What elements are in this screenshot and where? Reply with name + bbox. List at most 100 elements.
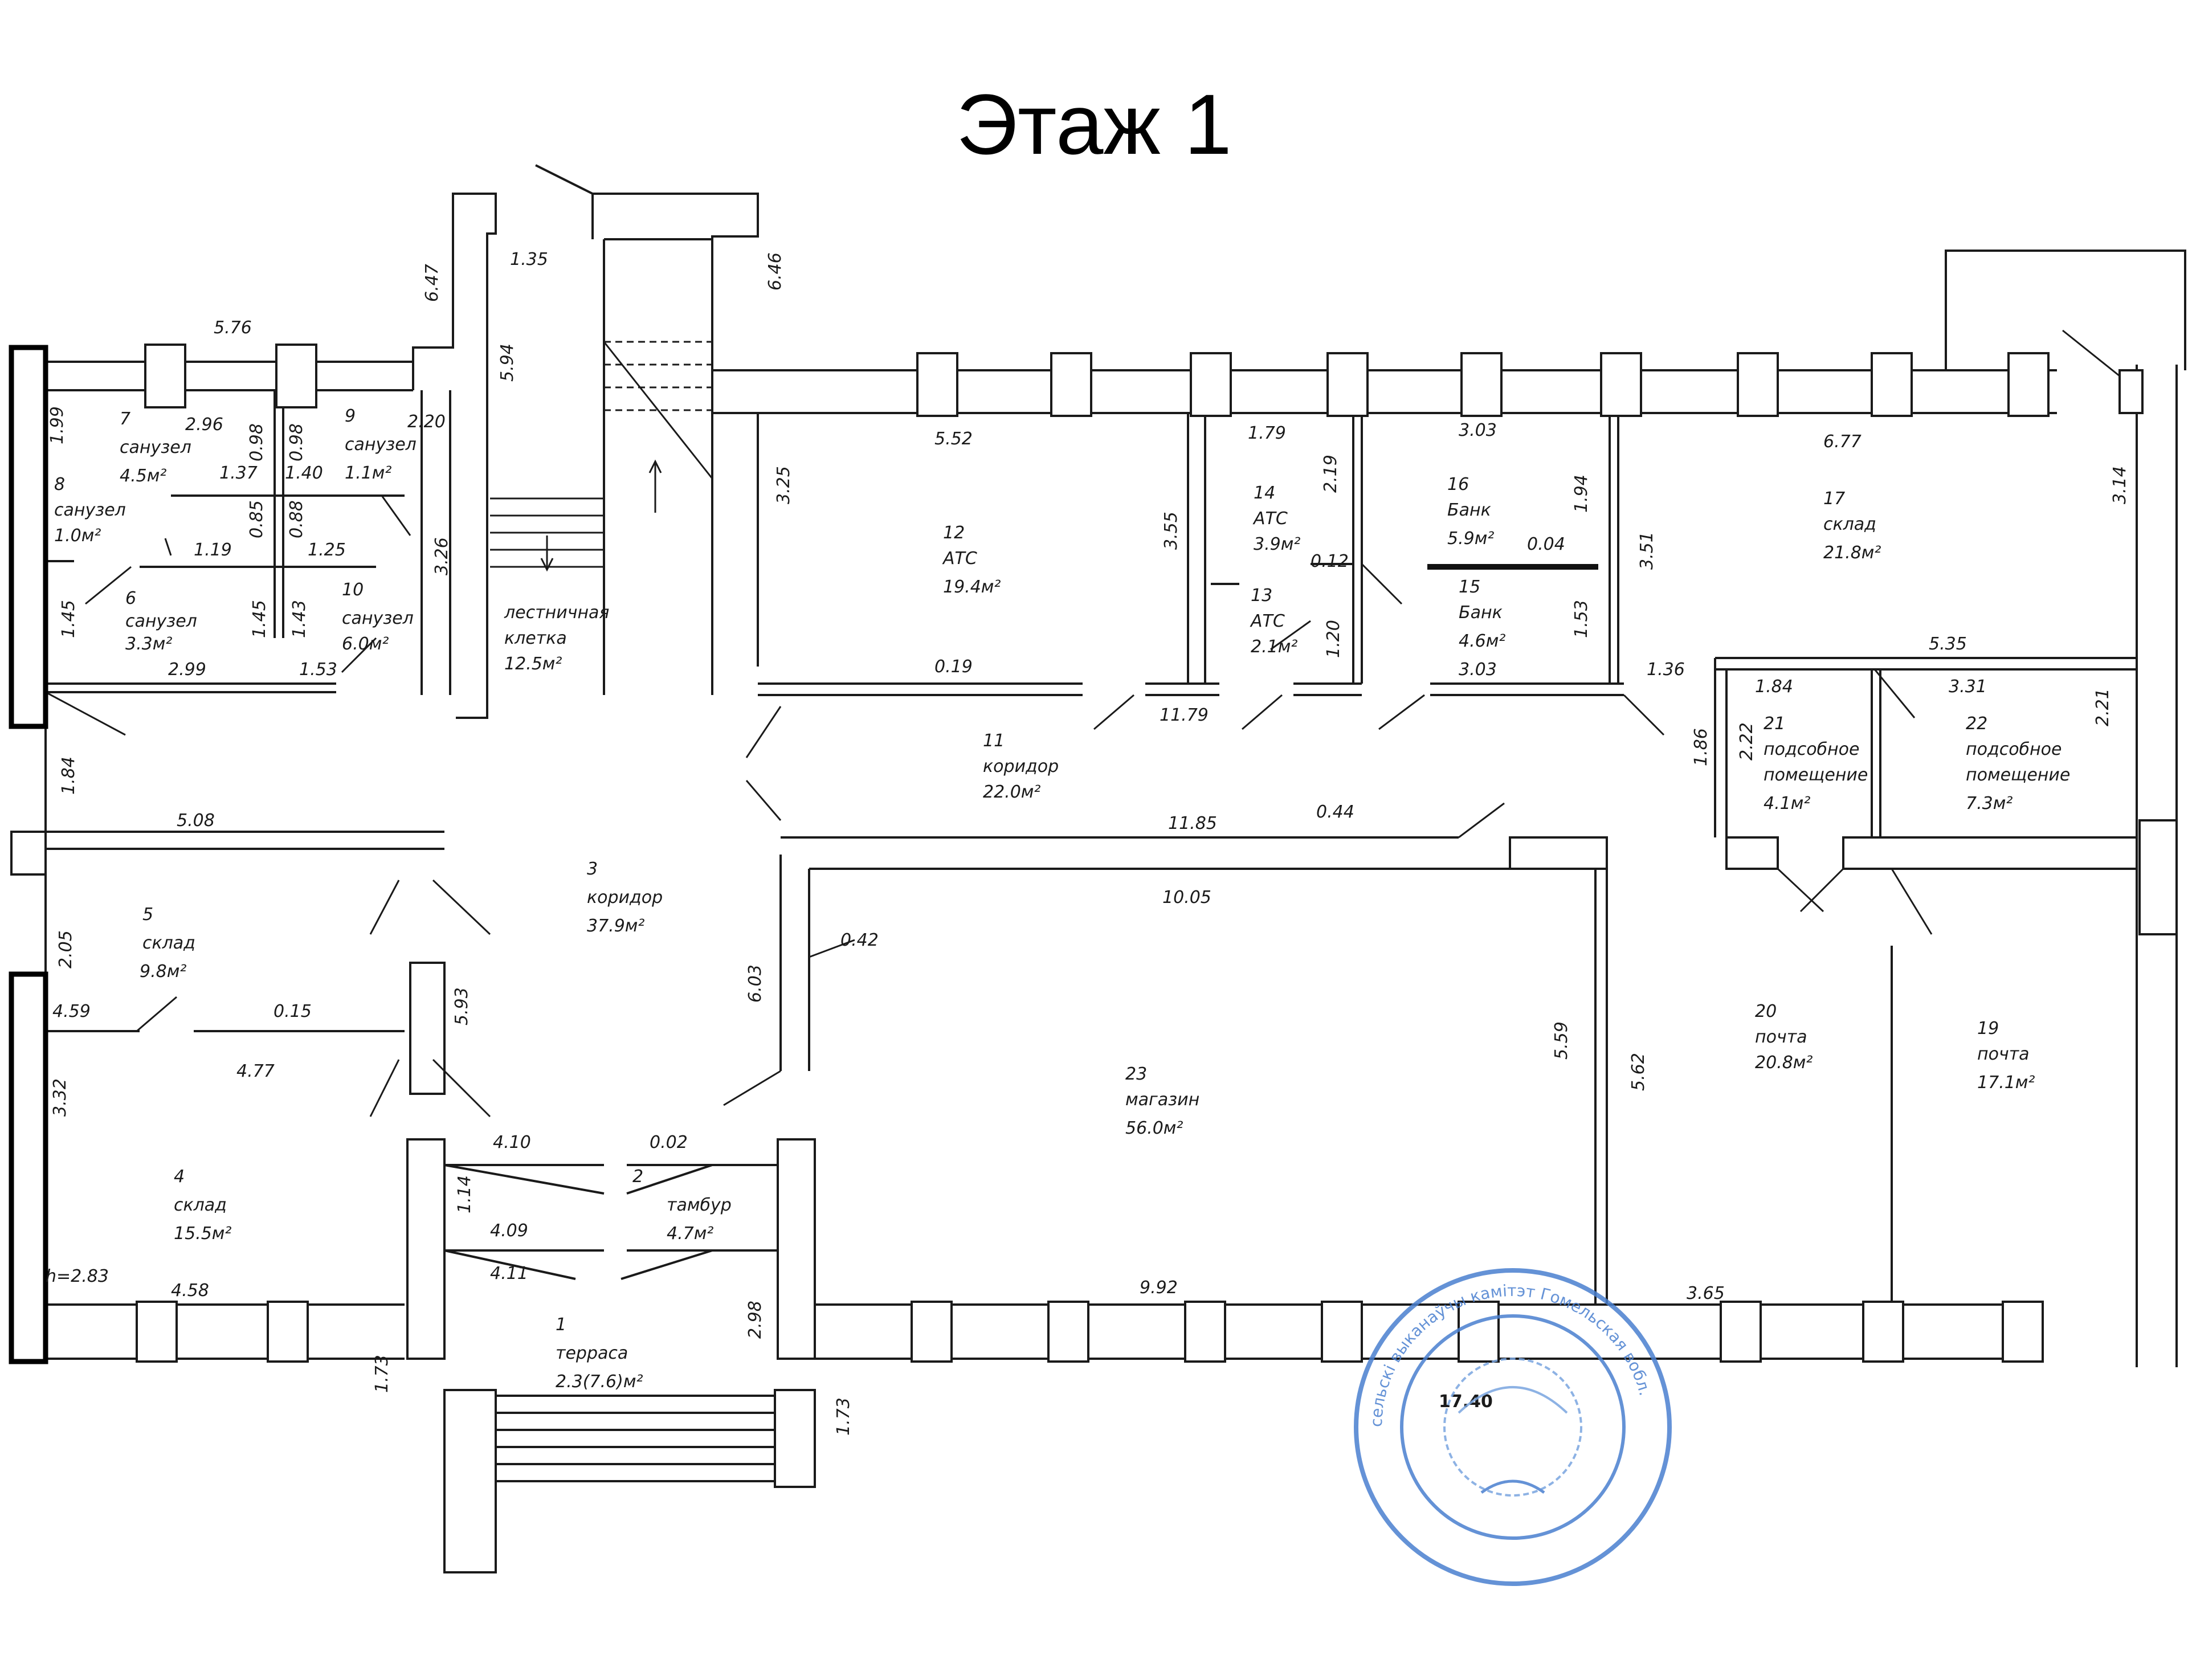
dimension: 11.79 [1160, 705, 1209, 725]
dimension: 0.04 [1527, 534, 1565, 554]
dimension: 2.99 [168, 660, 206, 680]
dimension: 1.43 [289, 600, 309, 638]
official-stamp: сельскі выканаўчы камітэт Гомельская воб… [1354, 1268, 1672, 1586]
dimension-labels: 5.76 6.47 1.35 5.94 6.46 1.99 2.96 0.98 … [46, 250, 2130, 1436]
dimension: 10.05 [1162, 888, 1211, 908]
dimension: 3.31 [1949, 677, 1987, 697]
dimension: 1.84 [1755, 677, 1793, 697]
dimension: 5.52 [934, 429, 973, 449]
dimension: 1.73 [834, 1397, 854, 1436]
dimension: 1.99 [47, 406, 67, 444]
dimension: 0.12 [1311, 551, 1349, 571]
dimension: 4.59 [52, 1002, 91, 1021]
dimension: 1.73 [372, 1355, 392, 1393]
dimension: 1.94 [1571, 475, 1591, 513]
dimension: 3.25 [774, 466, 794, 504]
dimension: 0.88 [287, 500, 307, 538]
dimension: 2.98 [745, 1301, 765, 1339]
dimension: 5.94 [497, 344, 517, 382]
dimension: 2.19 [1321, 455, 1341, 493]
dimension: 3.65 [1687, 1283, 1725, 1303]
dimension: 0.98 [247, 423, 267, 461]
dimension: 2.20 [407, 412, 446, 432]
dimension: 1.45 [59, 600, 79, 638]
walls [9, 164, 2186, 1573]
dimension: 5.35 [1929, 634, 1967, 654]
dimension: 2.96 [185, 415, 223, 435]
dimension: 5.93 [452, 987, 472, 1025]
dimension: 1.19 [194, 540, 232, 560]
dimension: 4.11 [490, 1264, 528, 1283]
dimension: 1.86 [1691, 728, 1711, 766]
dimension: 3.03 [1459, 420, 1497, 440]
dimension: 1.53 [1571, 600, 1591, 638]
dimension: 1.35 [510, 250, 548, 269]
dimension: 5.08 [177, 811, 215, 831]
dimension: 1.45 [250, 600, 270, 638]
dimension: 5.76 [214, 318, 252, 338]
dimension: 2.21 [2093, 688, 2113, 726]
dimension: 0.19 [934, 657, 973, 677]
dimension: 4.77 [236, 1061, 275, 1081]
dimension: 5.59 [1552, 1021, 1571, 1060]
dimension: 0.15 [274, 1002, 312, 1021]
dimension: 9.92 [1140, 1278, 1178, 1298]
dimension: 4.09 [490, 1221, 528, 1241]
dimension: 5.62 [1628, 1053, 1648, 1091]
dimension: 1.84 [59, 757, 79, 795]
dimension: 6.03 [745, 964, 765, 1003]
dimension: 1.14 [455, 1175, 475, 1213]
dimension: 1.40 [285, 463, 323, 483]
dimension: 1.37 [219, 463, 258, 483]
dimension: 1.36 [1647, 660, 1685, 680]
dimension: 4.10 [493, 1133, 531, 1152]
dimension: 4.58 [171, 1281, 209, 1301]
dimension: 1.79 [1248, 423, 1286, 443]
dimension: 6.46 [765, 252, 785, 291]
dimension: 0.44 [1316, 802, 1354, 822]
dimension: 11.85 [1168, 814, 1217, 833]
dimension: 3.51 [1637, 532, 1657, 570]
dimension: 6.47 [422, 264, 442, 302]
dimension: h=2.83 [46, 1266, 109, 1286]
dimension: 6.77 [1823, 432, 1862, 452]
dimension: 2.22 [1737, 722, 1757, 761]
dimension: 0.02 [650, 1133, 688, 1152]
dimension: 0.98 [287, 423, 307, 461]
dimension: 1.53 [299, 660, 337, 680]
dimension: 1.25 [308, 540, 346, 560]
plan-title: Этаж 1 [956, 76, 1232, 172]
dimension: 2.05 [56, 930, 76, 968]
dimension: 3.14 [2110, 466, 2130, 504]
dimension: 0.42 [840, 930, 879, 950]
dimension: 1.20 [1324, 620, 1344, 658]
dimension: 3.03 [1459, 660, 1497, 680]
dimension: 3.32 [50, 1078, 70, 1117]
dimension: 0.85 [247, 500, 267, 538]
dimension: 3.26 [432, 537, 452, 575]
